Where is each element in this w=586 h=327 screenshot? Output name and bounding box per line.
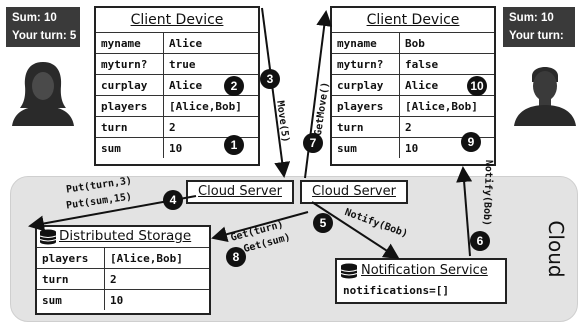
notification-title: Notification Service	[361, 263, 488, 278]
get-arrow	[211, 211, 309, 243]
notification-content: notifications=[]	[343, 284, 449, 297]
table-row: players[Alice,Bob]	[37, 247, 209, 269]
notify-bob-call-label: Notify(Bob)	[480, 159, 494, 227]
table-row: myturn?true	[96, 53, 258, 75]
notification-service: Notification Service notifications=[]	[335, 258, 507, 304]
step-badge-10: 10	[467, 76, 487, 96]
notify-arrow	[311, 201, 400, 260]
status-turn: Your turn: 5	[12, 30, 77, 42]
storage-title: Distributed Storage	[59, 228, 192, 244]
table-row: players[Alice,Bob]	[96, 95, 258, 117]
woman-avatar-icon	[12, 62, 74, 126]
status-turn: Your turn:	[509, 30, 564, 42]
status-sum: Sum: 10	[12, 12, 57, 24]
step-badge-9: 9	[461, 132, 481, 152]
cloud-server-right: Cloud Server	[300, 180, 408, 204]
status-panel-left: Sum: 10 Your turn: 5	[6, 7, 80, 47]
step-badge-8: 8	[226, 247, 246, 267]
database-icon	[340, 263, 358, 279]
distributed-storage: Distributed Storage players[Alice,Bob] t…	[35, 225, 211, 315]
cloud-server-left: Cloud Server	[186, 180, 294, 204]
step-badge-5: 5	[313, 213, 333, 233]
step-badge-2: 2	[224, 76, 244, 96]
status-sum: Sum: 10	[509, 12, 554, 24]
move-arrow	[261, 7, 291, 178]
status-panel-right: Sum: 10 Your turn:	[503, 7, 575, 47]
step-badge-6: 6	[470, 231, 490, 251]
man-avatar-icon	[514, 67, 576, 126]
notify-bob-arrow	[456, 166, 473, 257]
device-title: Client Device	[366, 12, 460, 28]
table-row: myturn?false	[332, 53, 494, 75]
step-badge-7: 7	[303, 133, 323, 153]
step-badge-3: 3	[260, 69, 280, 89]
device-title: Client Device	[130, 12, 224, 28]
table-row: players[Alice,Bob]	[332, 95, 494, 117]
database-icon	[39, 229, 57, 245]
step-badge-1: 1	[224, 135, 244, 155]
step-badge-4: 4	[163, 190, 183, 210]
